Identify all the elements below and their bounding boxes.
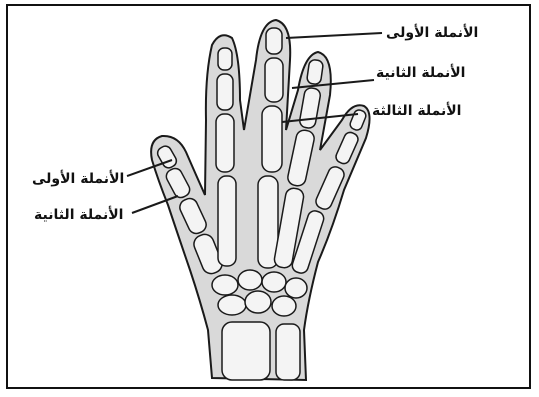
label-first-phalanx-right: الأنملة الأولى bbox=[386, 26, 478, 40]
label-third-phalanx-right: الأنملة الثالثة bbox=[372, 104, 461, 118]
index-finger-bones bbox=[216, 48, 236, 266]
label-first-phalanx-left: الأنملة الأولى bbox=[32, 172, 124, 186]
forearm-bones bbox=[222, 322, 300, 380]
label-second-phalanx-left: الأنملة الثانية bbox=[34, 208, 123, 222]
label-second-phalanx-right: الأنملة الثانية bbox=[376, 66, 465, 80]
